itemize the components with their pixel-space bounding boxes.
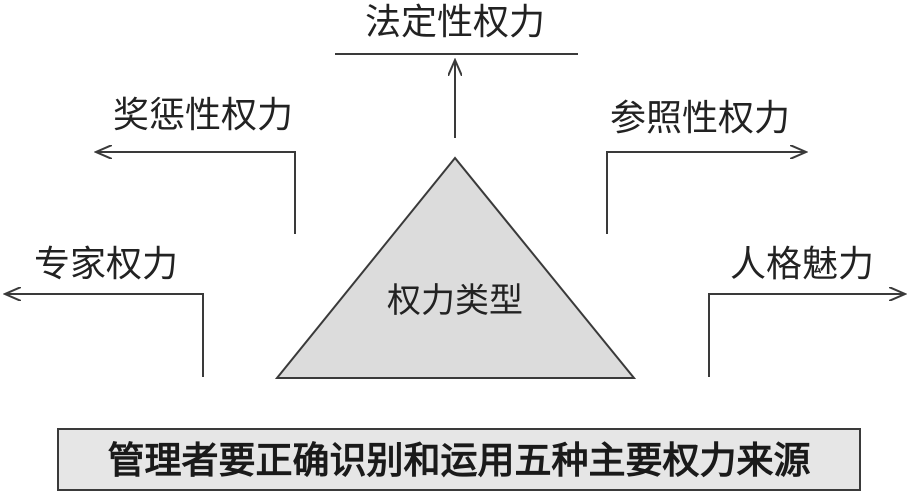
upper-left-arrow xyxy=(96,152,296,234)
caption-box xyxy=(57,428,861,491)
caption-text: 管理者要正确识别和运用五种主要权力来源 xyxy=(108,439,811,482)
center-triangle xyxy=(274,156,637,379)
node-label-top: 法定性权力 xyxy=(365,2,545,43)
node-label-upper-right: 参照性权力 xyxy=(610,98,790,139)
upper-right-arrow xyxy=(606,152,806,234)
lower-left-arrow xyxy=(5,294,204,377)
center-label: 权力类型 xyxy=(387,281,523,321)
node-label-lower-left: 专家权力 xyxy=(34,244,178,285)
node-label-upper-left: 奖惩性权力 xyxy=(113,95,293,136)
lower-right-arrow xyxy=(708,294,905,377)
node-label-lower-right: 人格魅力 xyxy=(730,244,874,285)
